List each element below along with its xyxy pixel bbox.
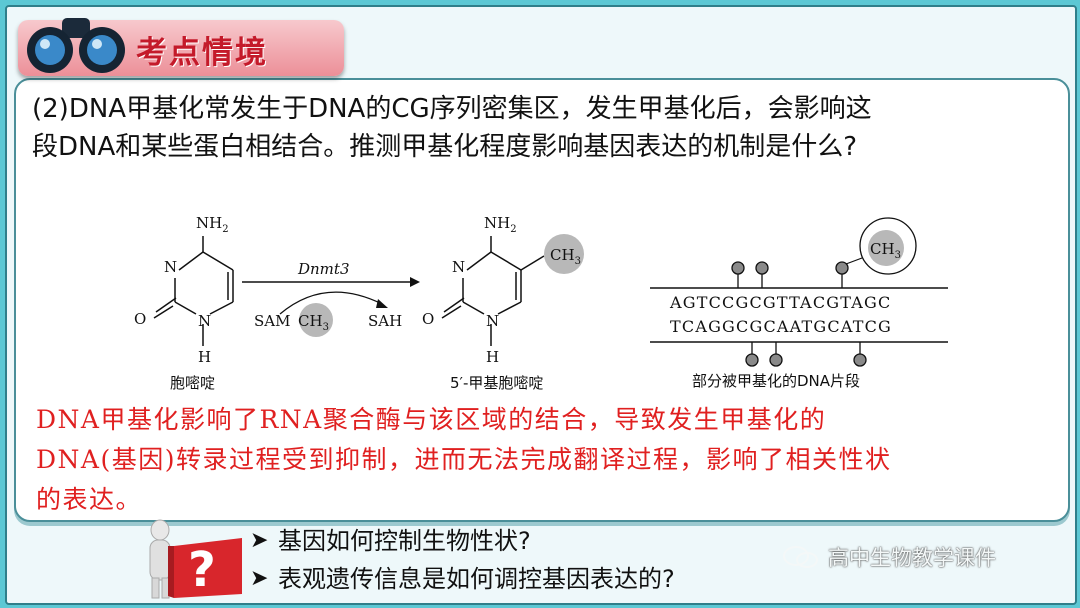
answer-line-3: 的表达。: [36, 485, 143, 514]
answer-text: DNA甲基化影响了RNA聚合酶与该区域的结合，导致发生甲基化的 DNA(基因)转…: [36, 400, 1048, 520]
h-atom-label: H: [198, 348, 211, 366]
dna-strand-top: AGTCCGCGTTACGTAGC: [669, 293, 891, 312]
o-atom-label: O: [134, 310, 146, 328]
bullet-text: 表观遗传信息是如何调控基因表达的?: [278, 565, 675, 593]
n-atom-label: N: [198, 312, 211, 330]
dna-strand-bottom: TCAGGCGCAATGCATCG: [670, 317, 892, 336]
question-line-1: (2)DNA甲基化常发生于DNA的CG序列密集区，发生甲基化后，会影响这: [32, 94, 872, 124]
question-line-2: 段DNA和某些蛋白相结合。推测甲基化程度影响基因表达的机制是什么?: [32, 132, 858, 162]
arrow-head-icon: [410, 277, 420, 287]
nh2-label: NH2: [484, 214, 517, 235]
o-atom-label: O: [422, 310, 434, 328]
methyl-circle: [299, 303, 333, 337]
list-item: ➤ 基因如何控制生物性状?: [250, 522, 675, 560]
ch3-label: CH3: [870, 240, 901, 261]
wechat-icon: [783, 546, 818, 568]
n-atom-label: N: [452, 258, 465, 276]
enzyme-label: Dnmt3: [297, 260, 349, 278]
question-text: (2)DNA甲基化常发生于DNA的CG序列密集区，发生甲基化后，会影响这 段DN…: [32, 90, 1042, 166]
watermark-text: 高中生物教学课件: [828, 546, 996, 570]
h-atom-label: H: [486, 348, 499, 366]
answer-line-2: DNA(基因)转录过程受到抑制，进而无法完成翻译过程，影响了相关性状: [36, 445, 892, 474]
dna-fragment-label: 部分被甲基化的DNA片段: [692, 372, 860, 390]
methylcytosine-label: 5′-甲基胞嘧啶: [450, 374, 543, 392]
methyl-circle: [544, 234, 584, 274]
curved-arrow: [279, 291, 383, 315]
content-panel: [14, 78, 1070, 522]
n-atom-label: N: [164, 258, 177, 276]
nh2-label: NH2: [196, 214, 229, 235]
sah-label: SAH: [368, 312, 402, 330]
cytosine-structure: [153, 236, 234, 346]
binoculars-icon: [27, 18, 125, 73]
arrow-bullet-icon: ➤: [250, 528, 269, 553]
list-item: ➤ 表观遗传信息是如何调控基因表达的?: [250, 560, 675, 598]
dna-fragment: [650, 217, 948, 367]
methylcytosine-structure: [441, 236, 545, 346]
ch3-label: CH3: [550, 246, 581, 267]
sam-label: SAM: [254, 312, 290, 330]
watermark: 高中生物教学课件: [782, 542, 996, 572]
bullet-text: 基因如何控制生物性状?: [278, 527, 531, 555]
banner-title: 考点情境: [136, 35, 268, 71]
bullet-list: ➤ 基因如何控制生物性状? ➤ 表观遗传信息是如何调控基因表达的?: [250, 522, 675, 598]
n-atom-label: N: [486, 312, 499, 330]
answer-line-1: DNA甲基化影响了RNA聚合酶与该区域的结合，导致发生甲基化的: [36, 405, 827, 434]
question-mark-icon: ?: [149, 519, 242, 599]
arrow-bullet-icon: ➤: [250, 566, 269, 591]
ch3-label: CH3: [298, 312, 329, 333]
curved-arrow-head-icon: [376, 299, 388, 308]
methylation-diagram: NH2 N N O H 胞嘧啶 Dnmt3 SAM CH3 SAH CH3 NH…: [134, 214, 948, 392]
cytosine-label: 胞嘧啶: [170, 374, 215, 392]
svg-text:?: ?: [188, 542, 216, 598]
